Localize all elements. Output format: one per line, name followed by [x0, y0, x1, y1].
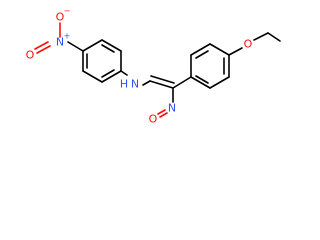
bond: [228, 47, 243, 56]
ether-oxygen-label: O: [244, 38, 253, 51]
bond: [267, 32, 281, 42]
nitro-nitrogen-charge: +: [64, 32, 71, 41]
nitro-oxygen-left-label: O: [26, 49, 35, 62]
nitro-oxygen-top-label: O: [56, 11, 65, 24]
bond: [195, 50, 209, 59]
bond: [150, 75, 175, 84]
bond: [159, 112, 168, 118]
bond: [253, 32, 269, 41]
nitroso-oxygen-label: O: [149, 113, 158, 126]
bond: [142, 80, 151, 86]
bond: [209, 43, 230, 56]
amine-hydrogen-label: H: [120, 78, 128, 91]
bond: [67, 41, 84, 52]
bond: [190, 76, 211, 89]
nitro-oxygen-charge: −: [64, 7, 71, 16]
bond: [190, 43, 211, 56]
bond: [101, 69, 115, 78]
amine-nitrogen-label: N: [131, 78, 139, 91]
structure-canvas: N H N + O − O N O O: [26, 7, 281, 126]
bond: [101, 39, 122, 52]
bond: [195, 75, 209, 84]
bond: [34, 41, 49, 50]
atom-labels: N H N + O − O N O O: [26, 7, 253, 126]
nitro-nitrogen-label: N: [56, 36, 64, 49]
chemical-structure: N H N + O − O N O O: [26, 7, 281, 126]
bond: [101, 70, 122, 83]
bonds: [34, 22, 281, 118]
bond: [82, 39, 103, 52]
bond: [36, 45, 51, 54]
bond: [172, 76, 192, 89]
bond: [157, 109, 166, 115]
bond: [120, 70, 128, 76]
bond: [101, 44, 115, 53]
bond: [82, 70, 103, 83]
nitroso-nitrogen-label: N: [168, 102, 176, 115]
bond: [149, 80, 174, 89]
bond: [209, 76, 230, 89]
